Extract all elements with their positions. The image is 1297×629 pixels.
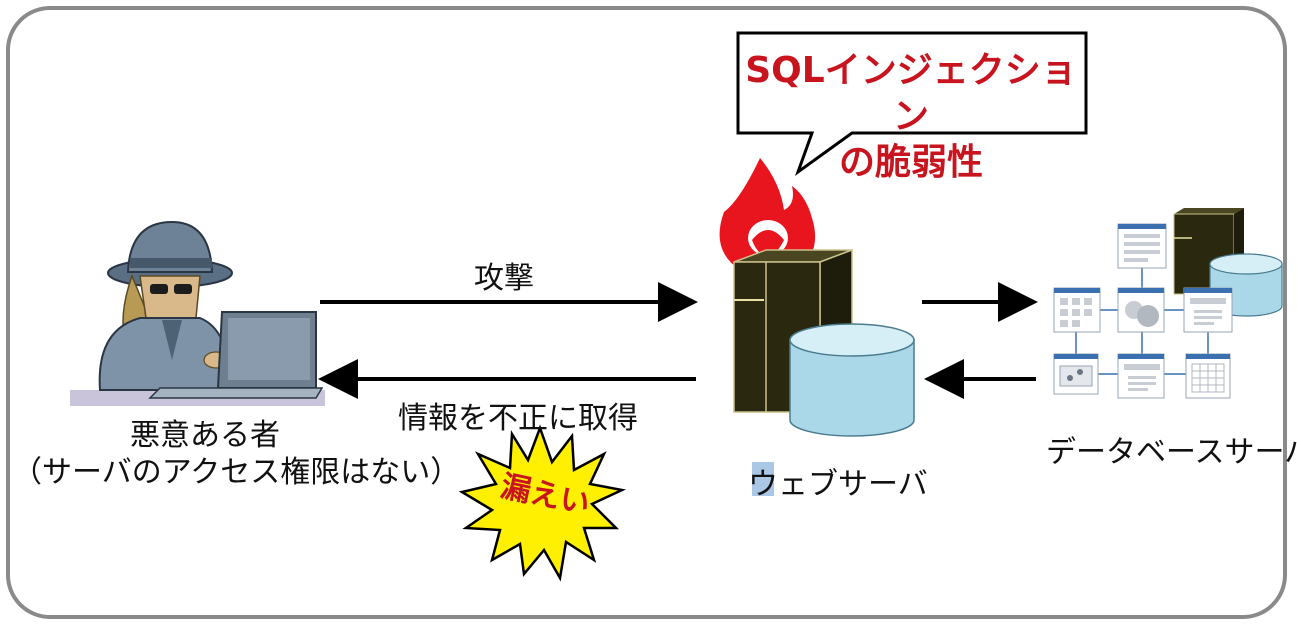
leak-burst-icon: [458, 424, 627, 582]
hacker-icon: [70, 220, 325, 406]
db-server-label: データベースサーバ: [1046, 435, 1297, 470]
callout-bubble: [736, 31, 1088, 177]
web-server-label: ウェブサーバ: [748, 467, 928, 502]
callout-line1: SQLインジェクション: [745, 50, 1077, 137]
database-server-icon: [1053, 208, 1283, 399]
attacker-note: （サーバのアクセス権限はない）: [12, 455, 461, 490]
steal-label: 情報を不正に取得: [398, 401, 638, 436]
attack-label: 攻撃: [474, 261, 534, 296]
web-server-label-highlight: [752, 462, 774, 496]
web-server-icon: [733, 248, 915, 437]
attacker-name: 悪意ある者: [130, 418, 280, 453]
callout-line2: の脆弱性: [838, 142, 983, 183]
callout-text: SQLインジェクション の脆弱性: [738, 48, 1084, 186]
rounded-frame: [6, 6, 1287, 619]
